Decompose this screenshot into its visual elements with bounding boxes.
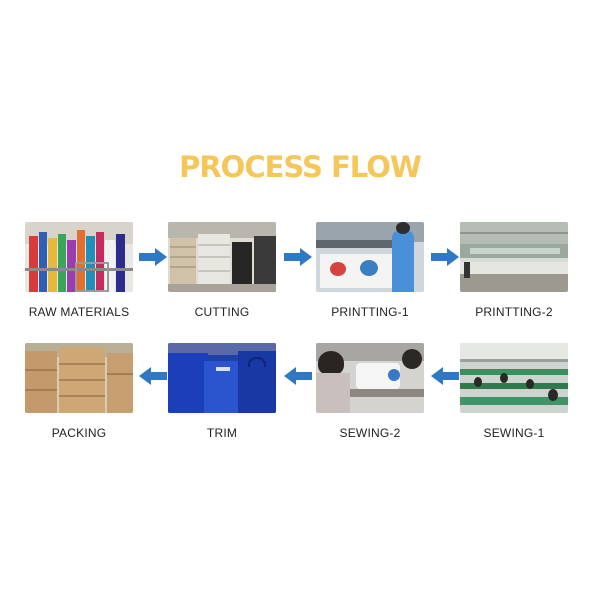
- step-label: SEWING-2: [339, 426, 401, 440]
- fabric-rolls-photo: [25, 222, 133, 292]
- step-packing: PACKING: [25, 343, 133, 440]
- step-label: PACKING: [51, 426, 107, 440]
- printing-machine-photo: [316, 222, 424, 292]
- step-label: TRIM: [206, 426, 238, 440]
- step-trim: TRIM: [168, 343, 276, 440]
- arrow-right-icon: [138, 247, 168, 267]
- sewing-floor-photo: [460, 343, 568, 413]
- step-label: SEWING-1: [483, 426, 545, 440]
- step-sewing-1: SEWING-1: [460, 343, 568, 440]
- step-label: PRINTTING-2: [475, 305, 553, 319]
- step-printting-2: PRINTTING-2: [460, 222, 568, 319]
- step-label: RAW MATERIALS: [28, 305, 130, 319]
- printing-line-photo: [460, 222, 568, 292]
- step-label: PRINTTING-1: [331, 305, 409, 319]
- step-label: CUTTING: [194, 305, 250, 319]
- arrow-left-icon: [283, 366, 313, 386]
- step-sewing-2: SEWING-2: [316, 343, 424, 440]
- sewing-machine-photo: [316, 343, 424, 413]
- page-title: PROCESS FLOW: [179, 150, 422, 184]
- arrow-right-icon: [430, 247, 460, 267]
- blue-bags-photo: [168, 343, 276, 413]
- carton-boxes-photo: [25, 343, 133, 413]
- step-raw-materials: RAW MATERIALS: [25, 222, 133, 319]
- arrow-left-icon: [430, 366, 460, 386]
- arrow-left-icon: [138, 366, 168, 386]
- step-cutting: CUTTING: [168, 222, 276, 319]
- arrow-right-icon: [283, 247, 313, 267]
- step-printting-1: PRINTTING-1: [316, 222, 424, 319]
- cut-stacks-photo: [168, 222, 276, 292]
